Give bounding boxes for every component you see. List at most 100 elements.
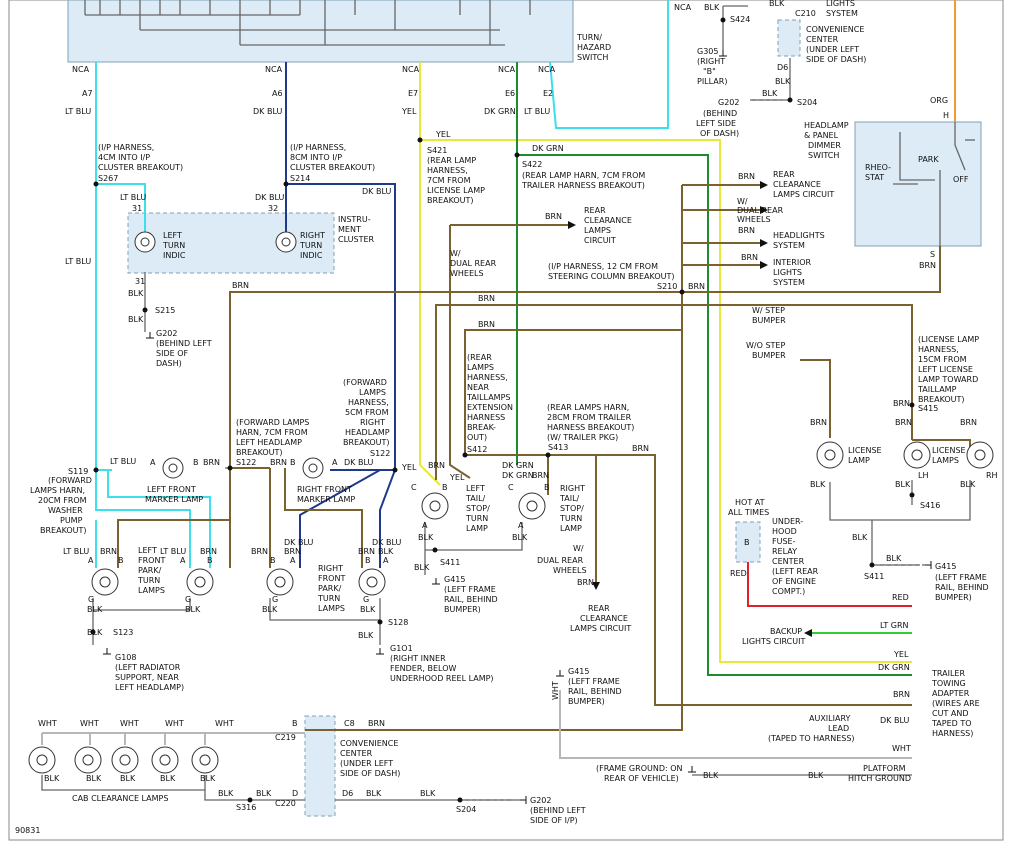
label-labels-pin_g: G (272, 595, 278, 604)
wire-wht (41, 690, 912, 759)
label-labels-left_tail-0: LEFT (466, 484, 485, 493)
label-labels-underhood_fuse-7: COMPT.) (772, 587, 805, 596)
label-labels-brn: BRN (810, 418, 827, 427)
label-labels-convenience_center_bottom-0: CONVENIENCE (340, 739, 398, 748)
label-labels-rheostat-1: STAT (865, 173, 884, 182)
label-labels-brn: BRN (200, 547, 217, 556)
label-labels-g305-3: PILLAR) (697, 77, 727, 86)
label-labels-pin_a: A (383, 556, 389, 565)
label-labels-g415_mid-0: G415 (568, 667, 589, 676)
label-labels-brn: BRN (688, 282, 705, 291)
label-labels-forward_lamps_20cm-4: PUMP (60, 516, 83, 525)
label-labels-auxiliary_lead-0: AUXILIARY (809, 714, 851, 723)
label-labels-rear_clearance_1-1: CLEARANCE (584, 216, 632, 225)
label-labels-right_turn_indic-0: RIGHT (300, 231, 325, 240)
label-labels-rear_clearance_1-0: REAR (584, 206, 606, 215)
label-labels-rear_lamp_harn_7cm_trl-0: (REAR LAMP HARN, 7CM FROM (522, 171, 645, 180)
label-labels-brn: BRN (203, 458, 220, 467)
label-labels-pin_g: G (185, 595, 191, 604)
ground-icons (103, 50, 932, 804)
wire-lt-blu (95, 0, 669, 568)
label-labels-d6: D6 (777, 63, 788, 72)
label-labels-rear_clearance_3-0: REAR (588, 604, 610, 613)
label-labels-pin_b: B (270, 556, 276, 565)
label-labels-yel: YEL (449, 473, 465, 482)
label-labels-rear_lamp_harn_7cm_trl-1: TRAILER HARNESS BREAKOUT) (521, 181, 645, 190)
label-labels-pin_h: H (943, 111, 949, 120)
label-labels-rear_lamps_28cm-0: (REAR LAMPS HARN, (547, 403, 629, 412)
label-labels-left_front_park-3: TURN (137, 576, 160, 585)
label-labels-pin_a: A (422, 521, 428, 530)
label-labels-backup_lights-1: LIGHTS CIRCUIT (742, 637, 805, 646)
label-labels-s421: S421 (427, 146, 447, 155)
label-labels-s267: S267 (98, 174, 118, 183)
label-labels-w_dual_rear_2-2: WHEELS (737, 215, 771, 224)
label-labels-brn: BRN (919, 261, 936, 270)
label-labels-blk: BLK (852, 533, 868, 542)
label-labels-pin31: 31 (135, 277, 145, 286)
label-labels-g202_bottom-1: (BEHIND LEFT (530, 806, 586, 815)
label-labels-platform_hitch-0: PLATFORM (863, 764, 906, 773)
label-labels-right_front_park-3: TURN (317, 594, 340, 603)
label-labels-dk_blu: DK BLU (362, 187, 391, 196)
label-labels-blk: BLK (262, 605, 278, 614)
label-labels-right_front_park-4: LAMPS (318, 604, 345, 613)
label-labels-cab_clearance: CAB CLEARANCE LAMPS (72, 794, 168, 803)
label-labels-g202_dash-2: SIDE OF (156, 349, 188, 358)
label-labels-wht: WHT (120, 719, 139, 728)
label-labels-underhood_fuse-3: RELAY (772, 547, 797, 556)
label-labels-lt_blu: LT BLU (65, 257, 91, 266)
label-labels-ip_harness_4cm-0: (I/P HARNESS, (98, 143, 154, 152)
label-labels-left_front_marker-1: MARKER LAMP (145, 495, 203, 504)
label-labels-s411: S411 (440, 558, 460, 567)
label-labels-blk: BLK (775, 77, 791, 86)
label-labels-forward_lamps_5cm-1: LAMPS (359, 388, 386, 397)
label-labels-wo_step_bumper-0: W/O STEP (746, 341, 785, 350)
label-labels-trailer_towing-4: CUT AND (932, 709, 969, 718)
label-labels-left_tail-3: TURN (465, 514, 488, 523)
label-labels-left_front_park-4: LAMPS (138, 586, 165, 595)
label-labels-auxiliary_lead-2: (TAPED TO HARNESS) (768, 734, 855, 743)
label-labels-g305-1: (RIGHT (697, 57, 725, 66)
turn-hazard-switch-body (67, 0, 574, 63)
label-labels-pin_s: S (930, 250, 935, 259)
label-labels-right_front_marker-0: RIGHT FRONT (297, 485, 352, 494)
label-labels-lt_blu: LT BLU (110, 457, 136, 466)
label-labels-g108-2: SUPPORT, NEAR (115, 673, 179, 682)
label-labels-brn: BRN (478, 320, 495, 329)
wire-blk (41, 5, 971, 801)
label-labels-lights_system_top-1: SYSTEM (826, 9, 858, 18)
label-labels-blk: BLK (704, 3, 720, 12)
label-labels-nca: NCA (538, 65, 556, 74)
label-labels-pin_b: B (365, 556, 371, 565)
label-labels-left_front_marker-0: LEFT FRONT (147, 485, 196, 494)
label-labels-pin_a: A (518, 521, 524, 530)
label-labels-blk: BLK (420, 789, 436, 798)
text-labels: TURN/ HAZARD SWITCH NCA NCA NCA NCA NCA … (15, 0, 998, 835)
label-labels-forward_lamps_20cm-3: WASHER (48, 506, 83, 515)
label-labels-wo_step_bumper-1: BUMPER (752, 351, 786, 360)
label-labels-blk: BLK (703, 771, 719, 780)
label-labels-license_lamp_harness-6: BREAKOUT) (918, 395, 965, 404)
label-labels-e6: E6 (505, 89, 515, 98)
label-labels-pin_a: A (290, 556, 296, 565)
label-labels-s424: S424 (730, 15, 750, 24)
label-labels-rear_lamps_harness_ext-3: NEAR (467, 383, 490, 392)
label-labels-left_turn_indic-1: TURN (162, 241, 185, 250)
label-labels-g415_right-0: G415 (935, 562, 956, 571)
label-labels-right_tail-2: STOP/ (560, 504, 584, 513)
label-labels-right_front_park-0: RIGHT (318, 564, 343, 573)
underhood-fuse-body (735, 521, 761, 563)
label-labels-rear_lamps_harness_ext-5: EXTENSION (467, 403, 513, 412)
label-labels-g415_mid-3: BUMPER) (568, 697, 605, 706)
label-labels-blk: BLK (512, 533, 528, 542)
label-labels-blk: BLK (87, 628, 103, 637)
label-labels-lt_blu: LT BLU (120, 193, 146, 202)
label-labels-blk: BLK (895, 480, 911, 489)
label-labels-s316: S316 (236, 803, 256, 812)
label-labels-ip_harness_8cm-1: 8CM INTO I/P (290, 153, 342, 162)
diagram-frame (8, 0, 1004, 841)
label-labels-blk: BLK (128, 289, 144, 298)
label-labels-blk: BLK (200, 774, 216, 783)
label-labels-dk_grn: DK GRN (484, 107, 516, 116)
